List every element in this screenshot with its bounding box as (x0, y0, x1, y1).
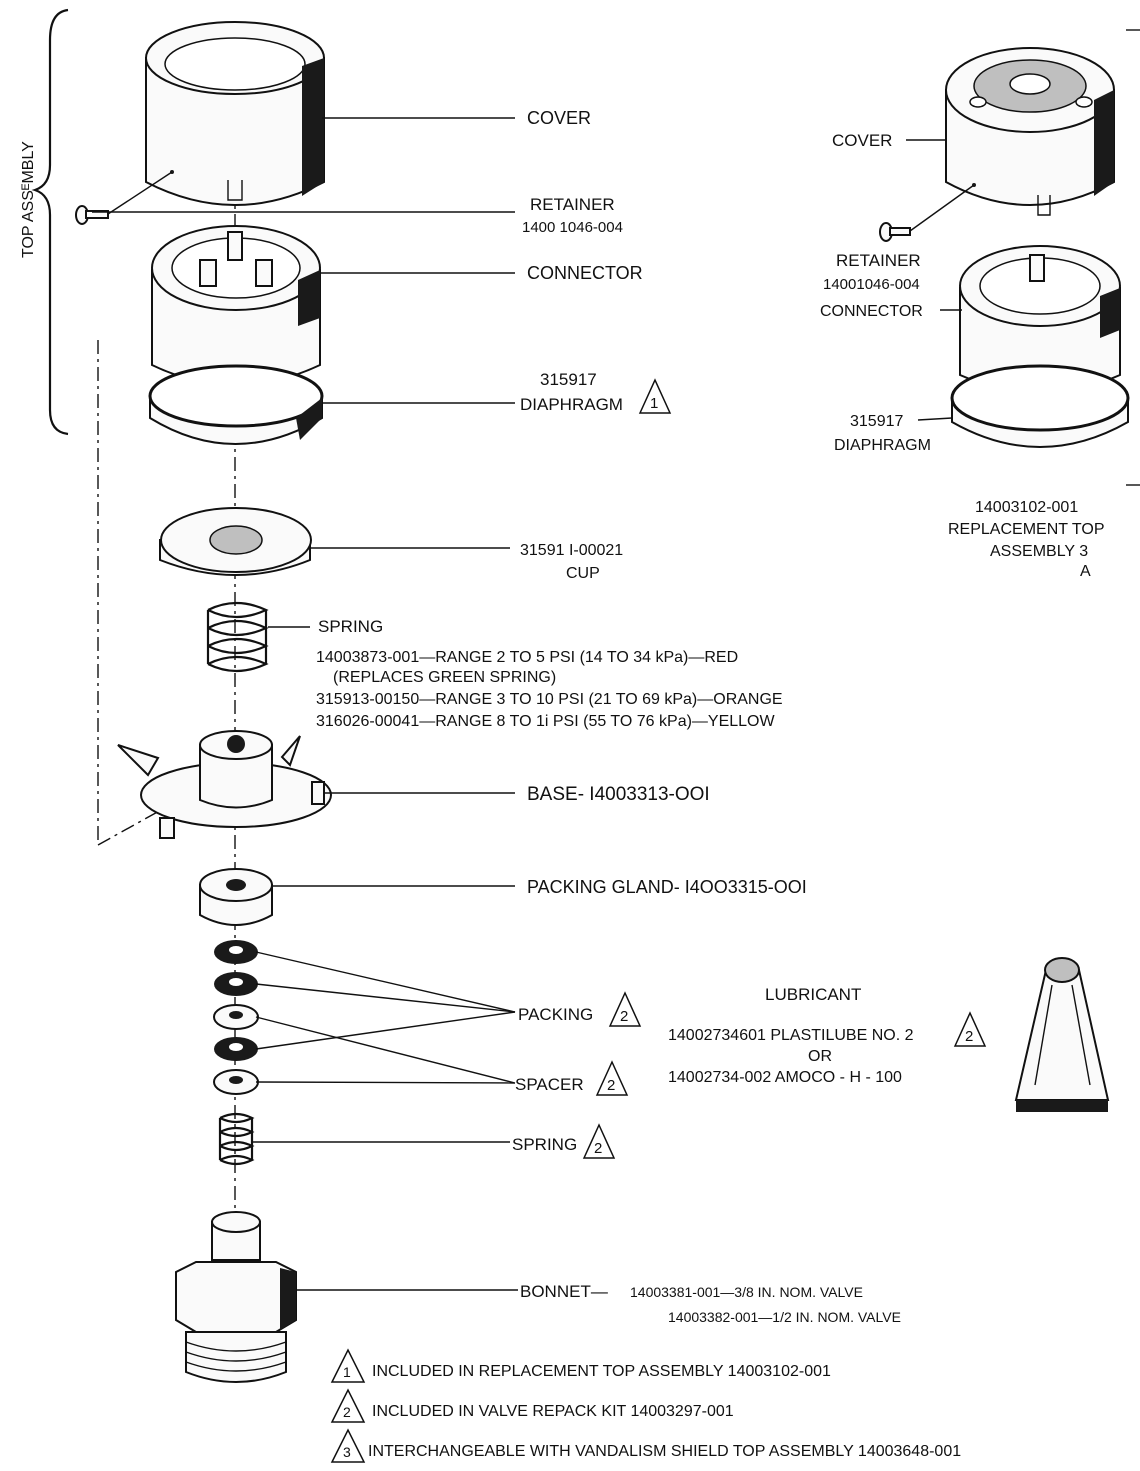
leader-lines (92, 117, 518, 1291)
replacement-cover-part (945, 47, 1115, 216)
svg-text:1: 1 (650, 395, 658, 412)
svg-text:2: 2 (607, 1077, 615, 1094)
bonnet-part (175, 1211, 297, 1383)
lubricant-note-marker: 2 (953, 1011, 987, 1047)
spring-range-2: 315913-00150—RANGE 3 TO 10 PSI (21 TO 69… (316, 691, 783, 708)
retainer-guide-line-2 (97, 804, 171, 846)
svg-text:INTERCHANGEABLE WITH VANDALISM: INTERCHANGEABLE WITH VANDALISM SHIELD TO… (368, 1443, 961, 1460)
diaphragm-note-marker: 1 (638, 378, 672, 414)
lower-spring-part (218, 1112, 255, 1166)
retainer-part-number: 1400 1046-004 (522, 219, 623, 236)
spacer-label: SPACER (515, 1075, 584, 1094)
svg-text:INCLUDED IN REPLACEMENT TOP AS: INCLUDED IN REPLACEMENT TOP ASSEMBLY 140… (372, 1363, 831, 1380)
lubricant-option-2: 14002734-002 AMOCO - H - 100 (668, 1069, 902, 1086)
packing-gland-part (199, 868, 273, 926)
cup-label: CUP (566, 565, 600, 582)
connector-label: CONNECTOR (527, 263, 643, 283)
spacer-ring-1 (213, 1004, 259, 1030)
cup-part (159, 507, 312, 576)
replacement-assembly-part-number: 14003102-001 (975, 499, 1078, 516)
replacement-assembly-title-2: ASSEMBLY 3 (990, 543, 1088, 560)
packing-note-marker: 2 (608, 991, 642, 1027)
replacement-cover-label: COVER (832, 131, 892, 150)
replacement-connector-label: CONNECTOR (820, 303, 923, 320)
spacer-note-marker: 2 (595, 1060, 629, 1096)
packing-ring-3 (214, 1037, 258, 1061)
svg-text:2: 2 (343, 1404, 351, 1420)
packing-label: PACKING (518, 1005, 593, 1024)
spacer-ring-2 (213, 1069, 259, 1095)
replacement-assembly-title: REPLACEMENT TOP (948, 521, 1105, 538)
replacement-assembly-marker-letter: A (1080, 563, 1091, 580)
spring-range-note: (REPLACES GREEN SPRING) (333, 669, 556, 686)
base-label: BASE- I4003313-OOI (527, 784, 710, 805)
replacement-retainer-part-number: 14001046-004 (823, 276, 920, 293)
svg-text:2: 2 (965, 1028, 973, 1045)
lubricant-tube-icon (1014, 957, 1110, 1112)
cover-part (145, 21, 325, 206)
bonnet-option-1: 14003381-001—3/8 IN. NOM. VALVE (630, 1284, 863, 1300)
replacement-connector-part (959, 245, 1121, 394)
spring-range-1: 14003873-001—RANGE 2 TO 5 PSI (14 TO 34 … (316, 649, 738, 666)
replacement-diaphragm-leader (917, 417, 953, 421)
top-assembly-label: TOP ASSᴱMBLY (20, 141, 37, 258)
replacement-diaphragm-label: DIAPHRAGM (834, 437, 931, 454)
lubricant-title: LUBRICANT (765, 985, 861, 1004)
svg-text:1: 1 (343, 1364, 351, 1380)
base-part (117, 730, 332, 839)
retainer-screw (75, 171, 173, 225)
note-2: 2 INCLUDED IN VALVE REPACK KIT 14003297-… (330, 1388, 734, 1423)
spring-range-3: 316026-00041—RANGE 8 TO 1i PSI (55 TO 76… (316, 713, 776, 730)
bonnet-label: BONNET— (520, 1282, 608, 1301)
lubricant-or: OR (808, 1048, 832, 1065)
replacement-diaphragm-part-number: 315917 (850, 413, 903, 430)
packing-ring-1 (214, 940, 258, 964)
lower-spring-note-marker: 2 (582, 1123, 616, 1159)
replacement-retainer-screw (879, 184, 975, 242)
note-1: 1 INCLUDED IN REPLACEMENT TOP ASSEMBLY 1… (330, 1348, 831, 1383)
connector-part (151, 225, 321, 386)
lubricant-option-1: 14002734601 PLASTILUBE NO. 2 (668, 1027, 914, 1044)
diaphragm-part (148, 364, 324, 445)
svg-text:3: 3 (343, 1444, 351, 1460)
replacement-retainer-label: RETAINER (836, 251, 921, 270)
svg-text:2: 2 (594, 1140, 602, 1157)
bonnet-option-2: 14003382-001—1/2 IN. NOM. VALVE (668, 1309, 901, 1325)
packing-ring-2 (214, 972, 258, 996)
cup-part-number: 31591 I-00021 (520, 542, 623, 559)
svg-text:2: 2 (620, 1008, 628, 1025)
upper-spring-part (206, 601, 269, 673)
diaphragm-label: DIAPHRAGM (520, 395, 623, 414)
svg-text:INCLUDED IN VALVE REPACK KIT: INCLUDED IN VALVE REPACK KIT 14003297-00… (372, 1403, 734, 1420)
packing-gland-label: PACKING GLAND- I4OO3315-OOI (527, 877, 807, 897)
lower-spring-label: SPRING (512, 1135, 577, 1154)
note-3: 3 INTERCHANGEABLE WITH VANDALISM SHIELD … (330, 1428, 961, 1463)
spring-label: SPRING (318, 617, 383, 636)
top-assembly-bracket (31, 8, 69, 436)
retainer-label: RETAINER (530, 195, 615, 214)
replacement-diaphragm-part (950, 364, 1130, 448)
cover-label: COVER (527, 108, 591, 128)
diaphragm-part-number: 315917 (540, 370, 597, 389)
